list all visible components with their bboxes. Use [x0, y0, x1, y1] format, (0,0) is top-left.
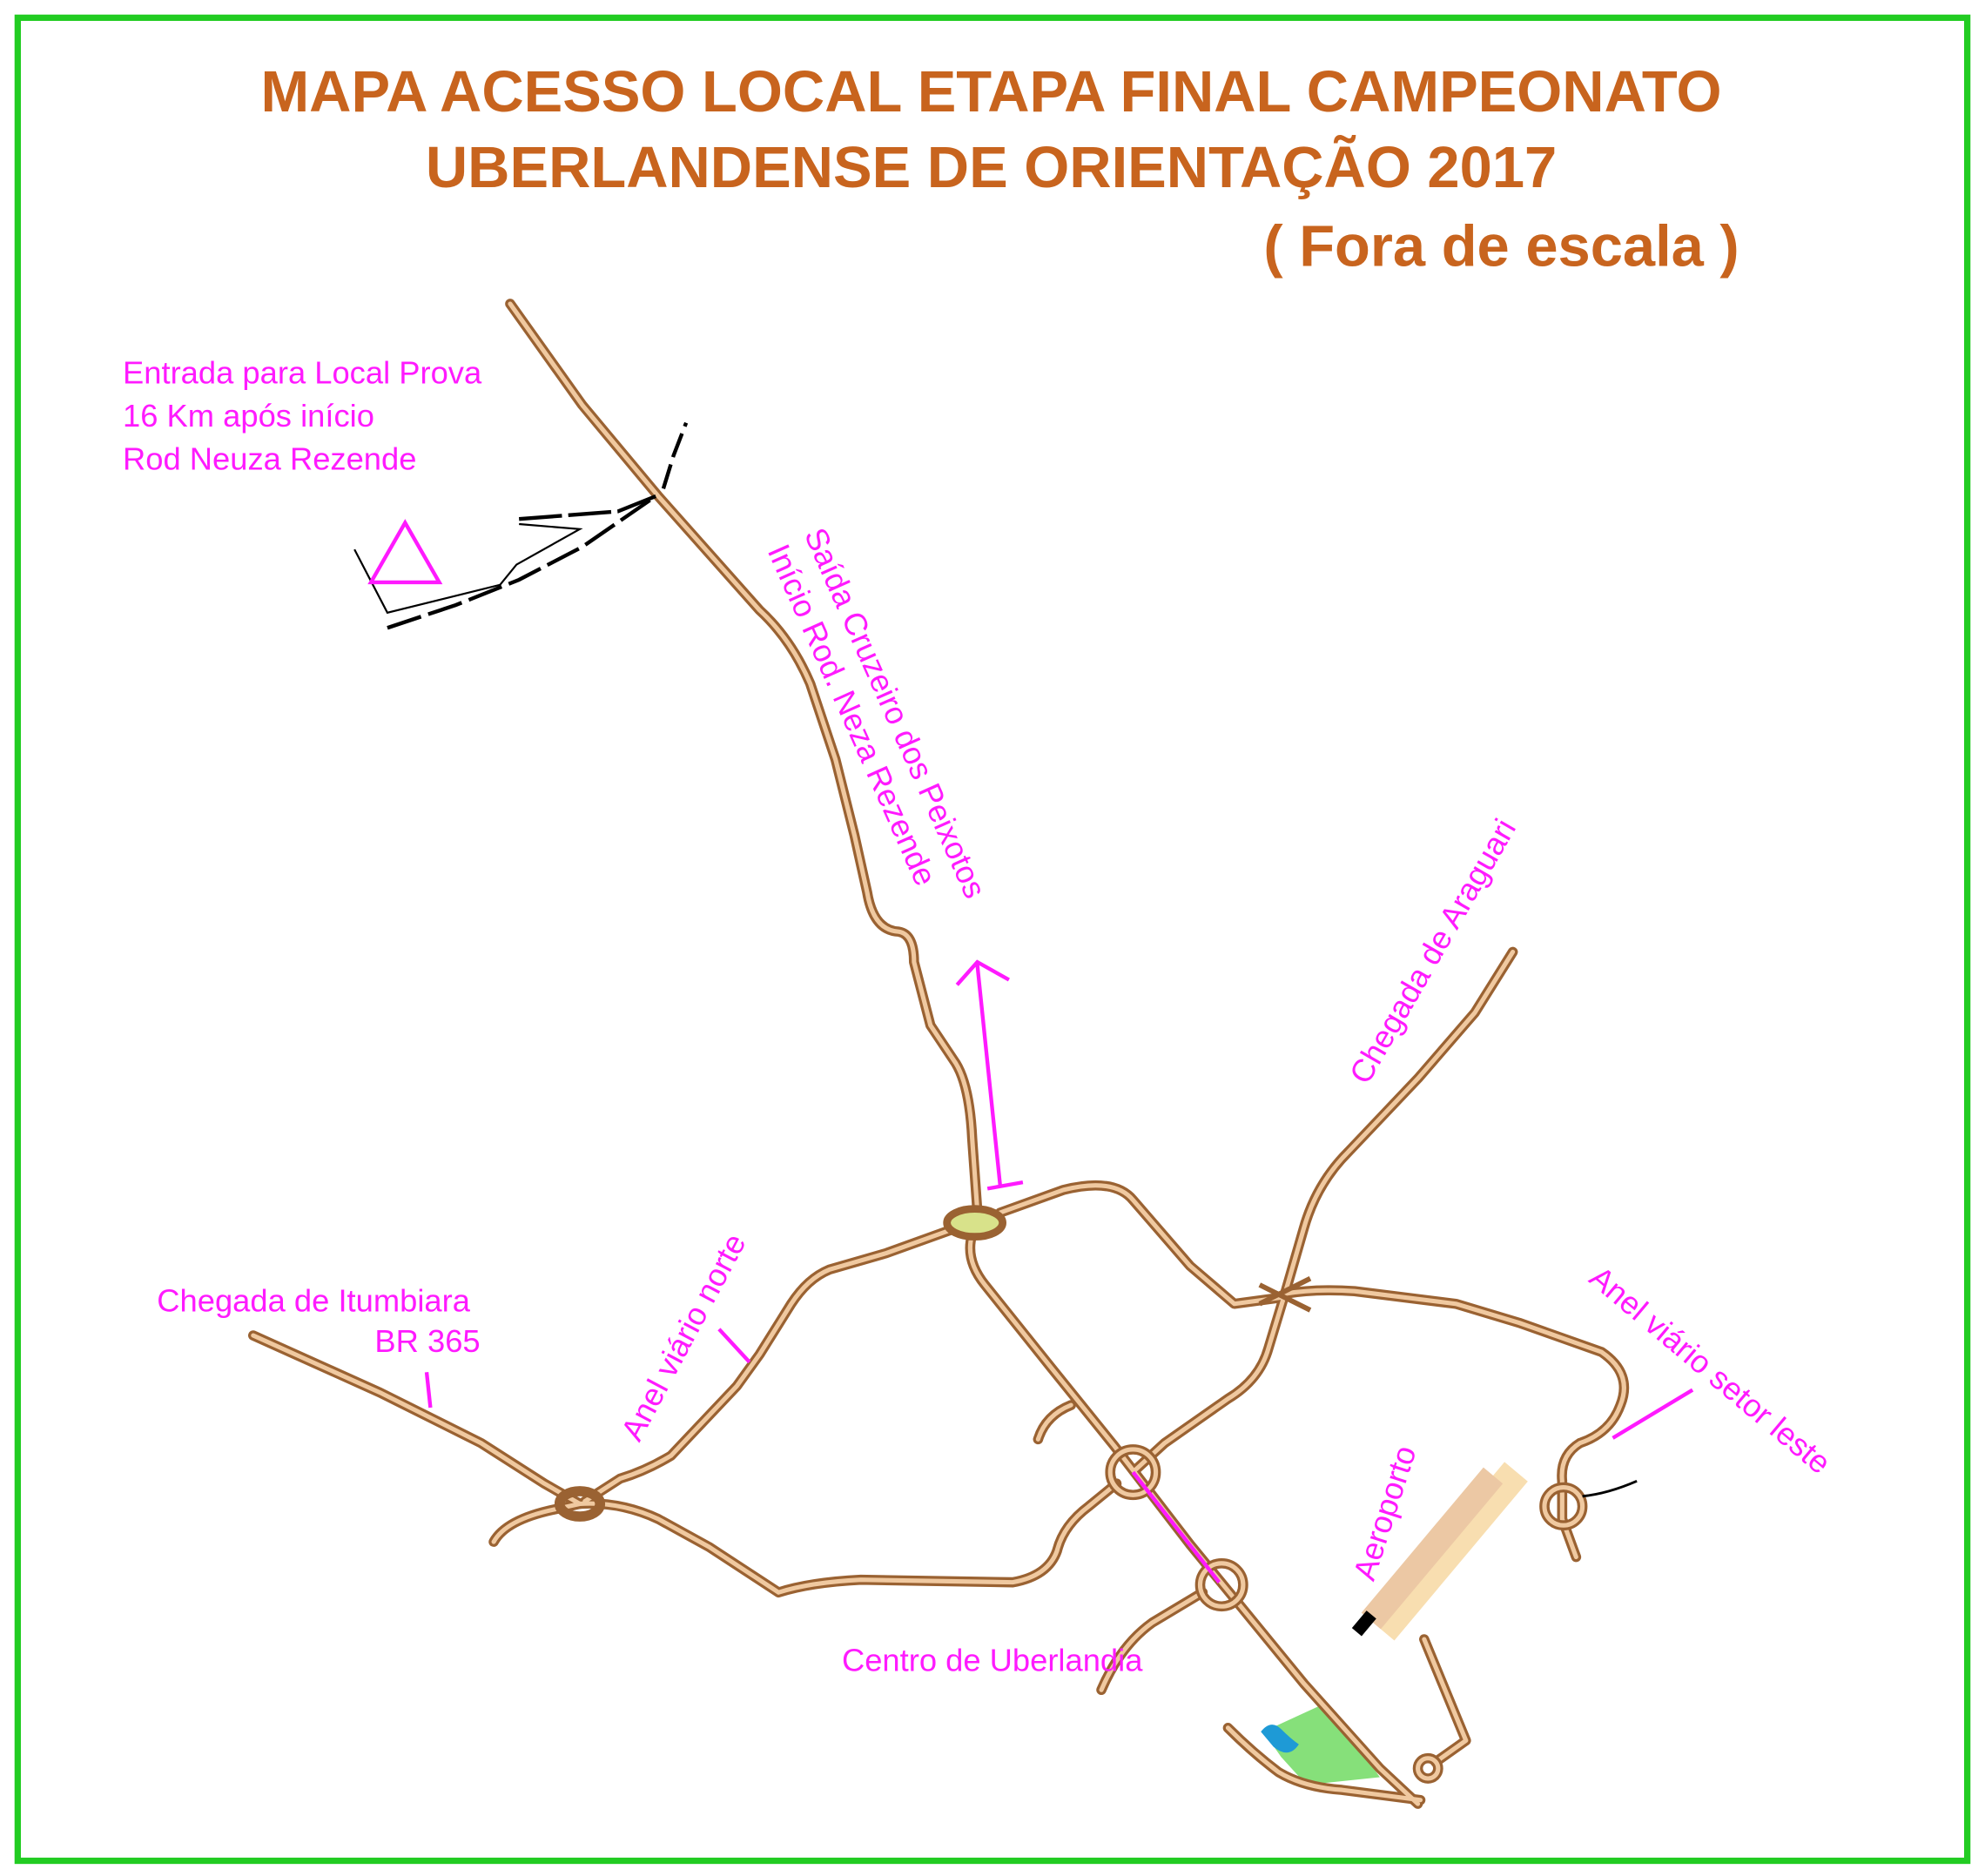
map-title-line2: UBERLANDENSE DE ORIENTAÇÃO 2017: [426, 135, 1557, 200]
road-park-fill: [1225, 1725, 1423, 1803]
airport-runway: [1351, 1462, 1528, 1641]
road-neuza-rezende-fill: [508, 301, 980, 1213]
road-spur-fill: [1035, 1402, 1073, 1442]
map-subtitle: ( Fora de escala ): [1263, 213, 1739, 279]
lake: [1261, 1725, 1299, 1753]
road-airport-fill: [1422, 1637, 1469, 1765]
road-lower-loop-fill: [491, 1481, 1120, 1595]
road-southwest-fill: [1099, 1590, 1205, 1692]
road-network: [248, 299, 1630, 1809]
interchange-araguari: [1258, 1276, 1312, 1313]
road-center-east-fill: [998, 1183, 1284, 1307]
label-itumbiara: Chegada de Itumbiara: [157, 1282, 470, 1318]
road-anel-norte-fill: [582, 1227, 952, 1504]
road-itumbiara-fill: [251, 1333, 582, 1507]
roundabouts: [554, 1205, 1588, 1784]
label-br365: BR 365: [374, 1323, 480, 1359]
magenta-markers: [424, 959, 1694, 1584]
roundabout-north: [943, 1205, 1006, 1241]
map-frame: [14, 14, 1971, 1865]
road-interchange-south-fill: [1132, 1291, 1288, 1474]
road-araguari-fill: [1282, 949, 1516, 1296]
roundabout-airport-fill: [1416, 1756, 1441, 1781]
label-centro: Centro de Uberlandia: [842, 1642, 1143, 1678]
roundabout-itumbiara: [554, 1486, 606, 1522]
roundabout-east-fill: [1542, 1485, 1585, 1528]
label-entrada-3: Rod Neuza Rezende: [123, 440, 416, 476]
label-entrada-1: Entrada para Local Prova: [123, 355, 482, 391]
event-site-tracks: [353, 421, 1638, 1498]
map-title-line1: MAPA ACESSO LOCAL ETAPA FINAL CAMPEONATO: [260, 59, 1721, 124]
roundabout-center-fill: [1107, 1447, 1159, 1497]
park-area: [1263, 1702, 1380, 1785]
exit-arrow-icon: [955, 959, 1024, 1191]
roundabout-south-fill: [1197, 1561, 1246, 1609]
label-entrada-2: 16 Km após início: [123, 398, 374, 434]
road-anel-leste-fill: [1282, 1288, 1626, 1560]
event-site-triangle-icon: [367, 519, 443, 585]
